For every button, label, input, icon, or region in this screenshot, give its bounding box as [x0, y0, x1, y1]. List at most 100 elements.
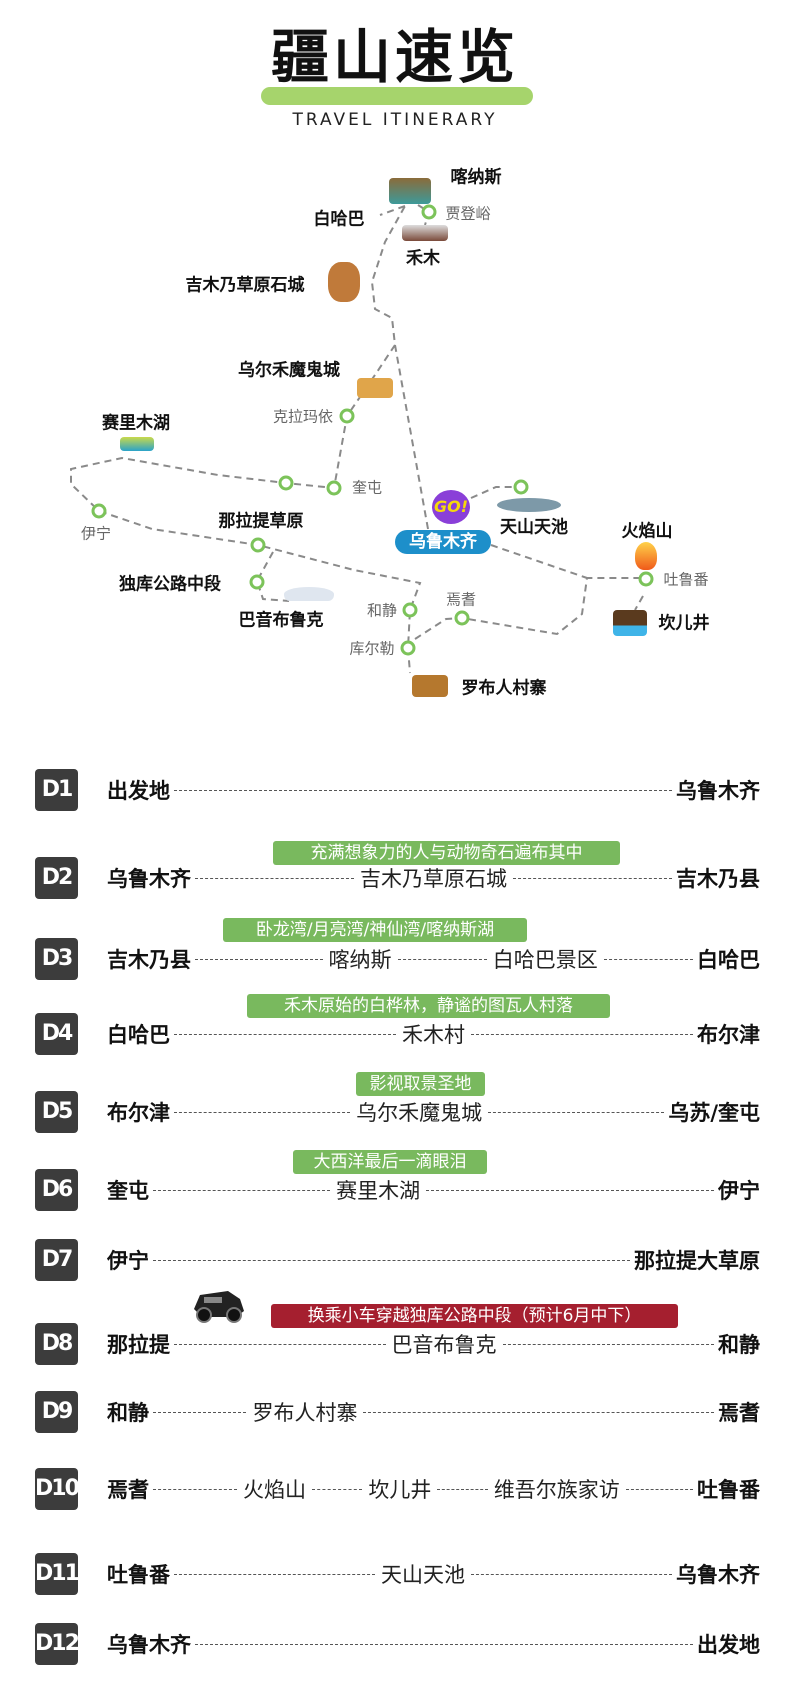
day-badge: D11: [35, 1553, 80, 1595]
stop-text: 布尔津: [107, 1101, 170, 1125]
day-badge: D7: [35, 1239, 78, 1281]
day-badge: D4: [35, 1013, 78, 1055]
dashed-connector: [603, 958, 693, 960]
stop-tianchi: [513, 479, 529, 495]
note-tag-d4: 禾木原始的白桦林，静谧的图瓦人村落: [247, 994, 610, 1018]
stop-text: 白哈巴: [697, 948, 760, 972]
stop-text: 那拉提大草原: [634, 1249, 760, 1273]
fire-icon: [635, 542, 657, 570]
map-label-yining: 伊宁: [80, 524, 112, 543]
map-label-tulufan: 吐鲁番: [663, 570, 709, 589]
offroad-car-icon: [194, 1291, 244, 1323]
dashed-connector: [174, 1343, 386, 1345]
day-badge: D12: [35, 1623, 80, 1665]
stop-text: 天山天池: [381, 1563, 465, 1587]
stop-text: 乌尔禾魔鬼城: [356, 1101, 483, 1125]
stop-text: 赛里木湖: [336, 1179, 421, 1203]
map-label-kanerjing: 坎儿井: [658, 613, 710, 634]
stop-text: 出发地: [107, 779, 170, 803]
swan-image: [284, 587, 334, 601]
go-badge: GO!: [432, 490, 470, 524]
luobu-village-image: [412, 675, 448, 697]
stop-text: 出发地: [697, 1633, 760, 1657]
map-label-duku: 独库公路中段: [119, 574, 221, 595]
stop-text: 伊宁: [107, 1249, 149, 1273]
map-label-sailimu: 赛里木湖: [102, 413, 170, 434]
stop-text: 乌鲁木齐: [676, 1563, 760, 1587]
stop-markers: [91, 204, 654, 656]
stop-text: 乌鲁木齐: [107, 1633, 191, 1657]
route-west: [70, 344, 422, 674]
stop-nalati: [250, 537, 266, 553]
itinerary-row-d1: D1 出发地乌鲁木齐: [0, 769, 790, 813]
dashed-connector: [174, 789, 672, 791]
map-label-hemu: 禾木: [406, 248, 440, 269]
hemu-image: [402, 225, 448, 241]
stop-text: 维吾尔族家访: [493, 1478, 620, 1502]
dashed-connector: [625, 1488, 694, 1490]
jimunai-image: [328, 262, 360, 302]
itinerary-row-d12: D12 乌鲁木齐 出发地: [0, 1623, 790, 1667]
dashed-connector: [195, 877, 354, 879]
map-label-kelamayi: 克拉玛依: [272, 407, 334, 426]
devil-city-image: [357, 378, 393, 398]
stop-jiadengyu: [421, 204, 437, 220]
stop-yanqi: [454, 610, 470, 626]
stop-text: 伊宁: [718, 1179, 760, 1203]
day-badge: D1: [35, 769, 78, 811]
itinerary-row-d6: D6 奎屯赛里木湖伊宁: [0, 1169, 790, 1213]
stop-text: 吉木乃草原石城: [360, 867, 507, 891]
stop-duku: [249, 574, 265, 590]
map-label-nalati: 那拉提草原: [218, 511, 304, 532]
stop-text: 吉木乃县: [107, 948, 191, 972]
stop-text: 吉木乃县: [676, 867, 760, 891]
dashed-connector: [488, 1111, 665, 1113]
dashed-connector: [195, 958, 323, 960]
stop-unnamed: [278, 475, 294, 491]
day-badge: D2: [35, 857, 78, 899]
stop-text: 乌鲁木齐: [107, 867, 191, 891]
map-label-luobu: 罗布人村寨: [461, 678, 547, 699]
map-label-jimunai: 吉木乃草原石城: [185, 275, 305, 296]
dashed-connector: [174, 1573, 375, 1575]
note-tag-d6: 大西洋最后一滴眼泪: [293, 1150, 487, 1174]
itinerary-row-d11: D11 吐鲁番 天山天池 乌鲁木齐: [0, 1553, 790, 1597]
kanas-image: [389, 178, 431, 204]
dashed-connector: [426, 1189, 714, 1191]
dashed-connector: [513, 877, 672, 879]
dashed-connector: [437, 1488, 488, 1490]
dashed-connector: [153, 1189, 331, 1191]
dashed-connector: [471, 1033, 693, 1035]
stop-kelamayi: [339, 408, 355, 424]
map-label-wuerhe: 乌尔禾魔鬼城: [238, 360, 340, 381]
map-label-jiadengyu: 贾登峪: [445, 204, 491, 223]
stop-hejing: [402, 602, 418, 618]
dashed-connector: [153, 1259, 630, 1261]
route-baihaba: [379, 205, 406, 216]
day-badge: D3: [35, 938, 78, 980]
dashed-connector: [471, 1573, 672, 1575]
day-badge: D10: [35, 1468, 80, 1510]
stop-text: 那拉提: [107, 1333, 170, 1357]
dashed-connector: [153, 1488, 237, 1490]
start-city-pill: 乌鲁木齐: [395, 530, 491, 554]
map-label-kuerle: 库尔勒: [349, 639, 395, 658]
map-label-bayinbuluke: 巴音布鲁克: [238, 610, 324, 631]
page-title: 疆山速览: [270, 23, 519, 91]
kanerjing-image: [613, 610, 647, 636]
stop-text: 巴音布鲁克: [391, 1333, 497, 1357]
stop-text: 喀纳斯: [328, 948, 392, 972]
map-label-kanas: 喀纳斯: [450, 167, 502, 188]
stop-text: 火焰山: [243, 1478, 306, 1502]
note-tag-d3: 卧龙湾/月亮湾/神仙湾/喀纳斯湖: [223, 918, 527, 942]
day-badge: D8: [35, 1323, 78, 1365]
itinerary-row-d4: D4 白哈巴禾木村布尔津: [0, 1013, 790, 1057]
itinerary-row-d9: D9 和静罗布人村寨焉耆: [0, 1391, 790, 1435]
stop-text: 禾木村: [402, 1023, 465, 1047]
tianchi-lake-image: [497, 498, 561, 512]
stop-text: 坎儿井: [368, 1478, 432, 1502]
stop-text: 吐鲁番: [107, 1563, 170, 1587]
map-label-hejing: 和静: [366, 601, 398, 620]
dashed-connector: [153, 1411, 247, 1413]
map-label-baihaba: 白哈巴: [313, 209, 365, 230]
